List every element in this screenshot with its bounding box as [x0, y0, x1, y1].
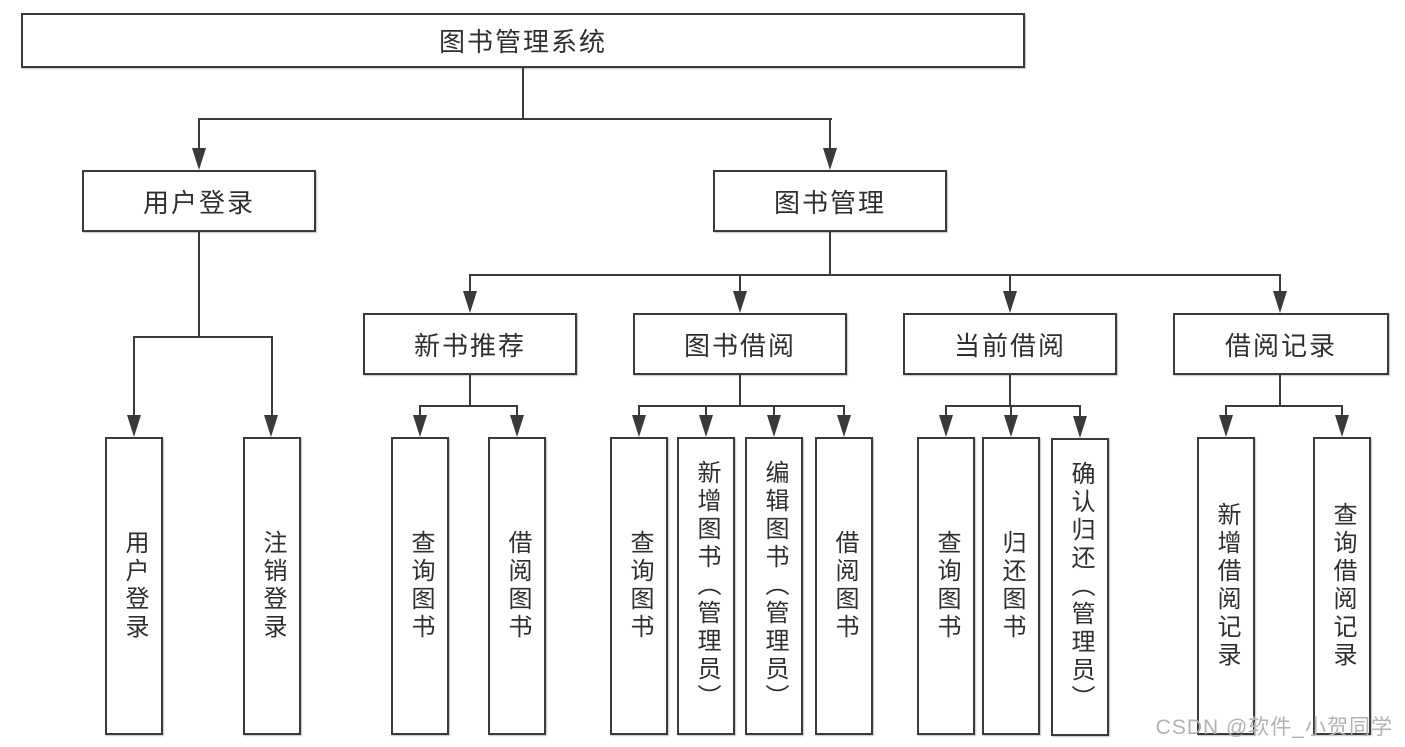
connector-line — [843, 405, 845, 417]
node-user-login: 用户登录 — [82, 170, 316, 232]
leaf-user-login: 用户登录 — [105, 437, 163, 735]
arrowhead-down — [1004, 415, 1018, 437]
arrowhead-down — [823, 148, 837, 170]
arrowhead-down — [837, 415, 851, 437]
node-book-management: 图书管理 — [713, 170, 947, 232]
arrowhead-down — [767, 415, 781, 437]
leaf-borrow-edit-book-label: 编辑图书（管理员） — [761, 460, 788, 712]
arrowhead-down — [699, 415, 713, 437]
connector-line — [133, 336, 273, 338]
leaf-logout: 注销登录 — [243, 437, 301, 735]
leaf-newbook-query-book: 查询图书 — [391, 437, 449, 735]
connector-line — [516, 405, 518, 417]
connector-line — [1341, 405, 1343, 417]
node-user-login-label: 用户登录 — [142, 187, 255, 218]
connector-line — [739, 274, 741, 292]
leaf-borrow-borrow-book: 借阅图书 — [815, 437, 873, 735]
leaf-record-add-label: 新增借阅记录 — [1213, 502, 1240, 670]
node-current-borrow-label: 当前借阅 — [953, 330, 1066, 361]
node-root: 图书管理系统 — [21, 13, 1025, 68]
connector-line — [1079, 405, 1081, 417]
connector-line — [419, 405, 421, 417]
connector-line — [829, 118, 831, 152]
leaf-current-query-book-label: 查询图书 — [933, 530, 960, 642]
leaf-record-query: 查询借阅记录 — [1313, 437, 1371, 735]
arrowhead-down — [939, 415, 953, 437]
connector-line — [198, 118, 832, 120]
node-book-borrow: 图书借阅 — [633, 313, 847, 375]
arrowhead-down — [510, 415, 524, 437]
leaf-newbook-query-book-label: 查询图书 — [407, 530, 434, 642]
connector-line — [133, 336, 135, 416]
connector-line — [198, 232, 200, 336]
connector-line — [945, 405, 947, 417]
leaf-borrow-query-book-label: 查询图书 — [626, 530, 653, 642]
arrowhead-down — [1335, 415, 1349, 437]
arrowhead-down — [1073, 416, 1087, 438]
node-book-management-label: 图书管理 — [773, 187, 886, 218]
node-borrow-record-label: 借阅记录 — [1224, 330, 1337, 361]
arrowhead-down — [1273, 291, 1287, 313]
connector-line — [739, 375, 741, 405]
connector-line — [773, 405, 775, 417]
leaf-borrow-borrow-book-label: 借阅图书 — [831, 530, 858, 642]
connector-line — [1279, 274, 1281, 292]
connector-line — [469, 274, 1281, 276]
leaf-logout-label: 注销登录 — [259, 530, 286, 642]
connector-line — [198, 118, 200, 152]
node-root-label: 图书管理系统 — [438, 27, 607, 57]
node-borrow-record: 借阅记录 — [1173, 313, 1389, 375]
connector-line — [1009, 274, 1011, 292]
arrowhead-down — [192, 148, 206, 170]
leaf-current-return-book: 归还图书 — [982, 437, 1040, 735]
node-new-book-recommend-label: 新书推荐 — [413, 330, 526, 361]
leaf-current-confirm-return: 确认归还（管理员） — [1051, 438, 1109, 736]
leaf-record-query-label: 查询借阅记录 — [1329, 502, 1356, 670]
connector-line — [829, 232, 831, 274]
leaf-borrow-query-book: 查询图书 — [610, 437, 668, 735]
arrowhead-down — [1003, 291, 1017, 313]
watermark: CSDN @软件_小贺同学 — [1155, 716, 1393, 739]
arrowhead-down — [1219, 415, 1233, 437]
connector-line — [1225, 405, 1227, 417]
arrowhead-down — [733, 291, 747, 313]
node-current-borrow: 当前借阅 — [903, 313, 1117, 375]
connector-line — [271, 336, 273, 416]
connector-line — [638, 405, 844, 407]
leaf-current-confirm-return-label: 确认归还（管理员） — [1067, 461, 1094, 713]
leaf-borrow-add-book-label: 新增图书（管理员） — [693, 460, 720, 712]
arrowhead-down — [127, 415, 141, 437]
arrowhead-down — [264, 415, 278, 437]
arrowhead-down — [413, 415, 427, 437]
connector-line — [638, 405, 640, 417]
leaf-current-return-book-label: 归还图书 — [998, 530, 1025, 642]
arrowhead-down — [463, 291, 477, 313]
leaf-current-query-book: 查询图书 — [917, 437, 975, 735]
leaf-borrow-add-book: 新增图书（管理员） — [677, 437, 735, 735]
leaf-newbook-borrow-book: 借阅图书 — [488, 437, 546, 735]
connector-line — [522, 68, 524, 118]
connector-line — [1009, 375, 1011, 405]
connector-line — [705, 405, 707, 417]
connector-line — [419, 405, 517, 407]
connector-line — [469, 274, 471, 292]
connector-line — [945, 405, 1080, 407]
connector-line — [469, 375, 471, 405]
node-book-borrow-label: 图书借阅 — [683, 330, 796, 361]
node-new-book-recommend: 新书推荐 — [363, 313, 577, 375]
leaf-newbook-borrow-book-label: 借阅图书 — [504, 530, 531, 642]
connector-line — [1279, 375, 1281, 405]
connector-line — [1010, 405, 1012, 417]
leaf-borrow-edit-book: 编辑图书（管理员） — [745, 437, 803, 735]
leaf-user-login-label: 用户登录 — [121, 530, 148, 642]
arrowhead-down — [632, 415, 646, 437]
leaf-record-add: 新增借阅记录 — [1197, 437, 1255, 735]
connector-line — [1225, 405, 1342, 407]
